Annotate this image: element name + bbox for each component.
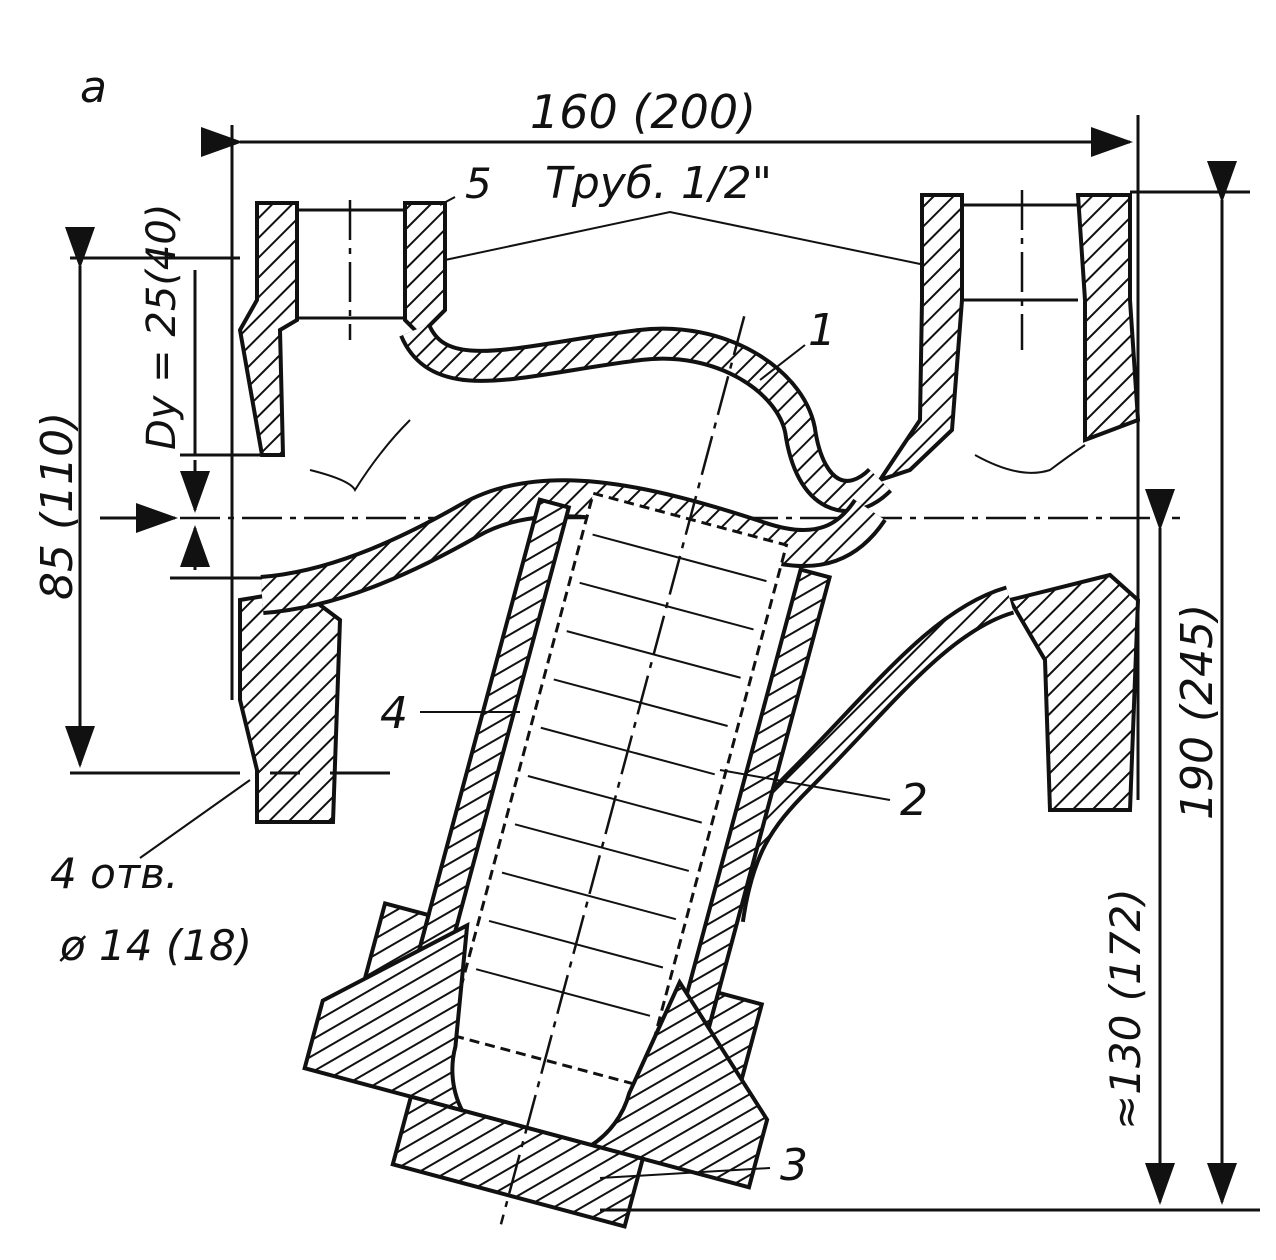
holes-diameter-label: ø 14 (18) bbox=[59, 921, 252, 970]
figure-label: a bbox=[80, 62, 107, 113]
callout-5: 5 bbox=[465, 159, 492, 208]
flange-height-label: 85 (110) bbox=[32, 412, 83, 600]
pipe-thread-label: Труб. 1/2" bbox=[545, 158, 772, 209]
holes-count-label: 4 отв. bbox=[50, 849, 178, 898]
left-dimensions bbox=[65, 227, 390, 775]
callout-3: 3 bbox=[780, 1140, 808, 1191]
screen-assembly bbox=[302, 316, 833, 1229]
callout-4: 4 bbox=[380, 688, 408, 739]
right-flange bbox=[875, 190, 1141, 812]
height-dimensions bbox=[600, 161, 1260, 1212]
axis-to-bottom-label: ≈130 (172) bbox=[1101, 888, 1150, 1130]
leader-lines bbox=[139, 196, 926, 1179]
nominal-diameter-label: Dy = 25(40) bbox=[139, 204, 185, 450]
callout-1: 1 bbox=[808, 305, 836, 356]
left-flange bbox=[237, 200, 447, 824]
width-dimension bbox=[201, 115, 1140, 800]
overall-width-label: 160 (200) bbox=[530, 85, 756, 139]
overall-height-label: 190 (245) bbox=[1172, 604, 1223, 820]
body-walls bbox=[260, 322, 1086, 923]
callout-2: 2 bbox=[900, 775, 928, 826]
